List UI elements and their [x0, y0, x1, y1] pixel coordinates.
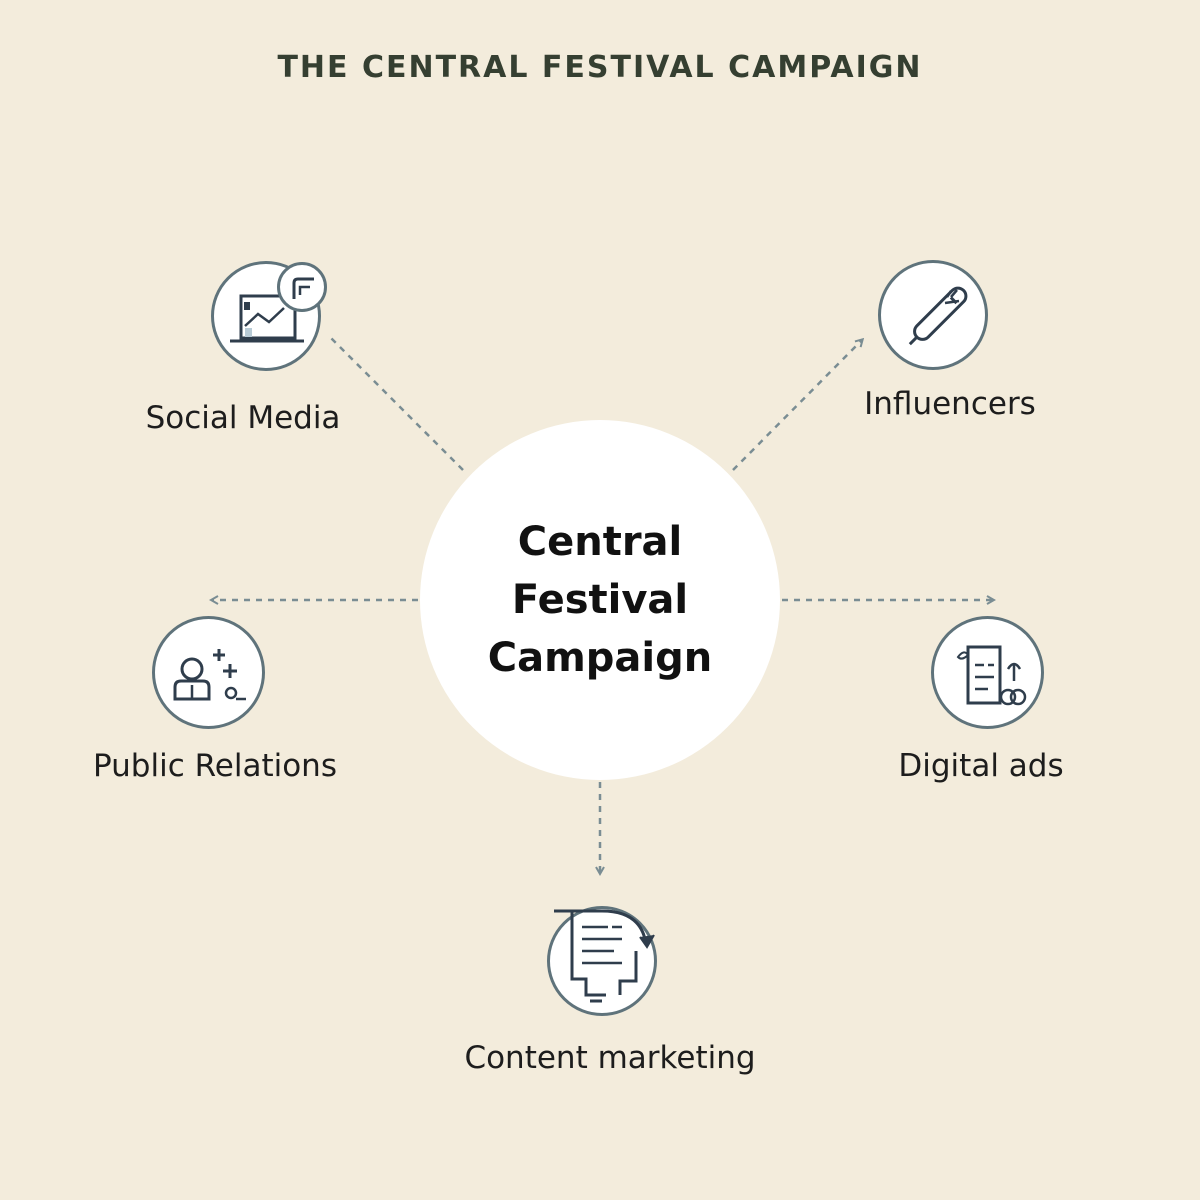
hub-label: Central Festival Campaign [487, 519, 713, 681]
node-label-digital-ads: Digital ads [898, 748, 1064, 784]
node-label-social-media: Social Media [145, 400, 341, 436]
document-refresh-icon [554, 909, 655, 1003]
node-label-influencers: Influencers [864, 386, 1036, 422]
pen-icon [908, 286, 968, 346]
influencers-icon-circle [878, 260, 988, 370]
social-media-badge [277, 262, 327, 312]
page-title: THE CENTRAL FESTIVAL CAMPAIGN [277, 50, 923, 85]
connector-social-media [329, 336, 464, 471]
social-badge-icon [292, 277, 314, 299]
connector-influencers [732, 340, 862, 471]
person-plus-icon [173, 649, 246, 701]
node-label-public-relations: Public Relations [93, 748, 337, 784]
digital-ads-icon-circle [931, 616, 1044, 729]
public-relations-icon-circle [152, 616, 265, 729]
central-hub: Central Festival Campaign [420, 420, 780, 780]
content-marketing-icon-circle [547, 906, 657, 1016]
node-label-content-marketing: Content marketing [464, 1040, 756, 1076]
document-ad-icon [956, 645, 1027, 706]
analytics-chart-icon [230, 294, 304, 343]
